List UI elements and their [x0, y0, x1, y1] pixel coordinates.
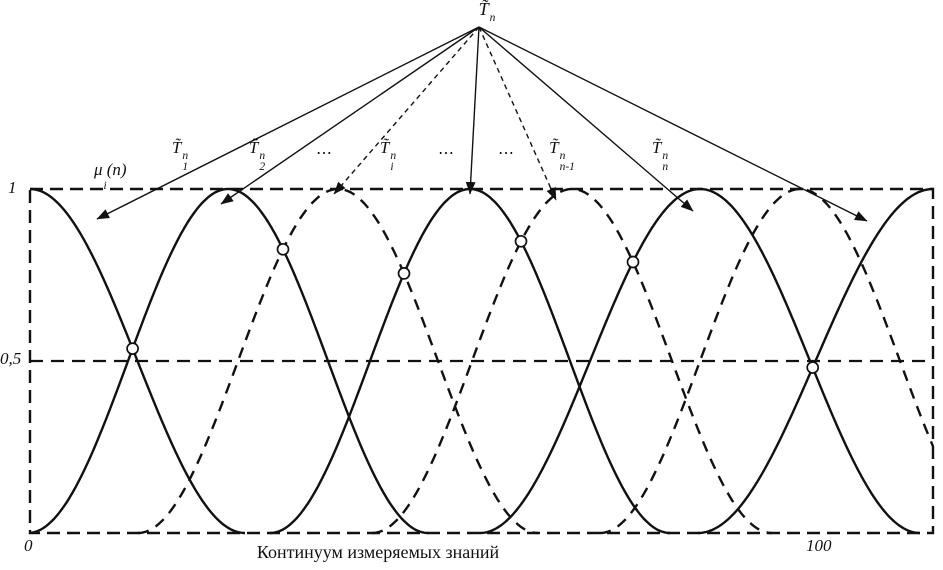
- symbol-base: T̃: [478, 0, 489, 19]
- pointer-arrow-4: [465, 26, 480, 195]
- ellipsis-label-6: ⋯: [498, 145, 516, 162]
- membership-curve-7: [599, 187, 935, 535]
- ellipsis-label-3: ⋯: [316, 145, 334, 162]
- symbol-base: T̃: [171, 138, 182, 157]
- crossover-marker-1: [126, 342, 139, 355]
- ellipsis-label-5: ⋯: [438, 145, 456, 162]
- symbol-base: T̃: [379, 138, 390, 157]
- y-half-label: 0,5: [0, 349, 22, 368]
- crossover-marker-6: [806, 361, 820, 374]
- pointer-arrow-2: [220, 26, 480, 205]
- y-max-label: 1: [8, 178, 17, 197]
- x-max-label: 100: [806, 536, 832, 555]
- top-set-label: T̃n: [479, 0, 496, 35]
- pointer-arrow-3: [333, 26, 480, 195]
- x-axis-title: Континуум измеряемых знаний: [256, 542, 500, 562]
- crossover-marker-2: [276, 242, 290, 256]
- symbol-base: μ: [94, 160, 103, 179]
- x-min-label: 0: [24, 536, 33, 555]
- symbol-scripts: n: [489, 12, 496, 24]
- symbol-scripts: i: [103, 180, 107, 192]
- symbol-base: T̃: [248, 138, 259, 157]
- membership-curve-3: [137, 187, 539, 535]
- symbol-base: T̃: [549, 138, 559, 157]
- symbol-base: T̃: [651, 138, 662, 157]
- pointer-arrow-6: [478, 26, 694, 212]
- membership-curve-8: [697, 187, 933, 535]
- symbol-rest: (n): [106, 160, 127, 179]
- membership-curve-2: [29, 187, 429, 535]
- membership-curve-6: [479, 187, 921, 535]
- pointer-arrow-7: [478, 26, 868, 222]
- pointer-arrow-1: [96, 26, 480, 220]
- pointer-arrow-5: [478, 26, 557, 201]
- membership-curve-5: [371, 187, 773, 535]
- crossover-marker-4: [514, 234, 528, 248]
- crossover-marker-5: [626, 255, 640, 269]
- crossover-marker-3: [397, 267, 411, 280]
- membership-curve-1: [29, 187, 245, 535]
